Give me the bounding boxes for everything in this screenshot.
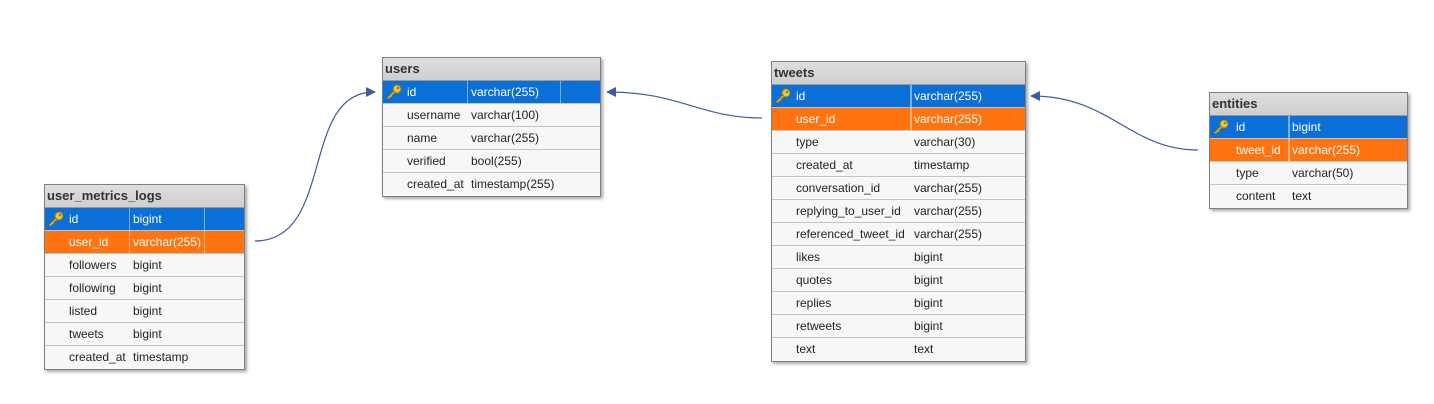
table-tweets[interactable]: tweets id varchar(255) user_id varchar(255)… <box>771 61 1026 362</box>
table-row[interactable]: id varchar(255) <box>772 85 1025 108</box>
column-type: bigint <box>133 327 162 341</box>
table-row[interactable]: username varchar(100) <box>383 104 600 127</box>
table-row[interactable]: created_at timestamp <box>45 346 244 369</box>
table-title: users <box>383 58 600 81</box>
table-title: user_metrics_logs <box>45 185 244 208</box>
column-name: tweet_id <box>1236 143 1281 157</box>
column-name: listed <box>69 304 98 318</box>
table-users[interactable]: users id varchar(255) username varchar(100)… <box>382 57 601 197</box>
column-name: verified <box>407 154 446 168</box>
column-name: likes <box>796 250 821 264</box>
column-type: varchar(255) <box>914 227 983 241</box>
column-type: bigint <box>133 212 162 226</box>
column-name: text <box>796 342 816 356</box>
table-row[interactable]: following bigint <box>45 277 244 300</box>
table-row[interactable]: replies bigint <box>772 292 1025 315</box>
column-type: varchar(255) <box>914 204 983 218</box>
column-type: text <box>914 342 934 356</box>
key-icon <box>385 84 403 100</box>
column-name: retweets <box>796 319 842 333</box>
table-entities[interactable]: entities id bigint tweet_id varchar(255) typ… <box>1209 92 1408 209</box>
table-row[interactable]: id bigint <box>1210 116 1407 139</box>
column-name: username <box>407 108 461 122</box>
column-name: referenced_tweet_id <box>796 227 905 241</box>
table-row[interactable]: tweet_id varchar(255) <box>1210 139 1407 162</box>
table-row[interactable]: user_id varchar(255) <box>45 231 244 254</box>
table-title: tweets <box>772 62 1025 85</box>
column-name: name <box>407 131 438 145</box>
column-type: timestamp <box>914 158 970 172</box>
column-name: followers <box>69 258 117 272</box>
key-icon <box>47 211 65 227</box>
column-type: varchar(255) <box>1292 143 1361 157</box>
table-row[interactable]: replying_to_user_id varchar(255) <box>772 200 1025 223</box>
column-name: tweets <box>69 327 104 341</box>
column-name: type <box>796 135 819 149</box>
column-name: type <box>1236 166 1259 180</box>
column-type: bigint <box>133 281 162 295</box>
table-row[interactable]: id varchar(255) <box>383 81 600 104</box>
table-row[interactable]: verified bool(255) <box>383 150 600 173</box>
column-type: varchar(255) <box>914 181 983 195</box>
table-row[interactable]: user_id varchar(255) <box>772 108 1025 131</box>
column-type: bigint <box>133 258 162 272</box>
column-type: varchar(255) <box>914 112 983 126</box>
column-type: varchar(255) <box>471 85 540 99</box>
column-name: quotes <box>796 273 833 287</box>
table-row[interactable]: type varchar(30) <box>772 131 1025 154</box>
table-row[interactable]: type varchar(50) <box>1210 162 1407 185</box>
column-name: user_id <box>69 235 109 249</box>
table-row[interactable]: likes bigint <box>772 246 1025 269</box>
column-name: following <box>69 281 116 295</box>
column-type: bool(255) <box>471 154 522 168</box>
table-row[interactable]: followers bigint <box>45 254 244 277</box>
table-row[interactable]: listed bigint <box>45 300 244 323</box>
column-type: bigint <box>914 273 943 287</box>
table-row[interactable]: tweets bigint <box>45 323 244 346</box>
column-name: created_at <box>407 177 464 191</box>
column-type: varchar(255) <box>914 89 983 103</box>
column-type: bigint <box>1292 120 1321 134</box>
column-type: timestamp <box>133 350 189 364</box>
table-row[interactable]: conversation_id varchar(255) <box>772 177 1025 200</box>
table-row[interactable]: created_at timestamp <box>772 154 1025 177</box>
table-user-metrics-logs[interactable]: user_metrics_logs id bigint user_id varchar… <box>44 184 245 370</box>
key-icon <box>774 88 792 104</box>
column-type: varchar(100) <box>471 108 540 122</box>
relationship-tweets-to-users[interactable] <box>606 87 763 119</box>
column-type: varchar(255) <box>133 235 202 249</box>
table-row[interactable]: name varchar(255) <box>383 127 600 150</box>
column-type: bigint <box>914 296 943 310</box>
table-row[interactable]: created_at timestamp(255) <box>383 173 600 196</box>
column-name: conversation_id <box>796 181 881 195</box>
column-type: bigint <box>133 304 162 318</box>
column-type: varchar(50) <box>1292 166 1354 180</box>
table-row[interactable]: referenced_tweet_id varchar(255) <box>772 223 1025 246</box>
column-type: varchar(255) <box>471 131 540 145</box>
column-name: content <box>1236 189 1276 203</box>
column-name: id <box>407 85 417 99</box>
column-name: id <box>796 89 806 103</box>
column-name: user_id <box>796 112 836 126</box>
column-type: varchar(30) <box>914 135 976 149</box>
column-type: bigint <box>914 250 943 264</box>
column-type: timestamp(255) <box>471 177 555 191</box>
column-name: id <box>1236 120 1246 134</box>
table-row[interactable]: retweets bigint <box>772 315 1025 338</box>
table-row[interactable]: id bigint <box>45 208 244 231</box>
key-icon <box>1212 119 1230 135</box>
relationship-user-metrics-logs-to-users[interactable] <box>254 87 376 242</box>
column-name: replying_to_user_id <box>796 204 901 218</box>
table-row[interactable]: quotes bigint <box>772 269 1025 292</box>
column-name: id <box>69 212 79 226</box>
column-name: replies <box>796 296 832 310</box>
column-name: created_at <box>69 350 126 364</box>
table-title: entities <box>1210 93 1407 116</box>
relationship-entities-to-tweets[interactable] <box>1030 91 1199 151</box>
table-row[interactable]: content text <box>1210 185 1407 208</box>
column-type: text <box>1292 189 1312 203</box>
column-type: bigint <box>914 319 943 333</box>
table-row[interactable]: text text <box>772 338 1025 361</box>
column-name: created_at <box>796 158 853 172</box>
